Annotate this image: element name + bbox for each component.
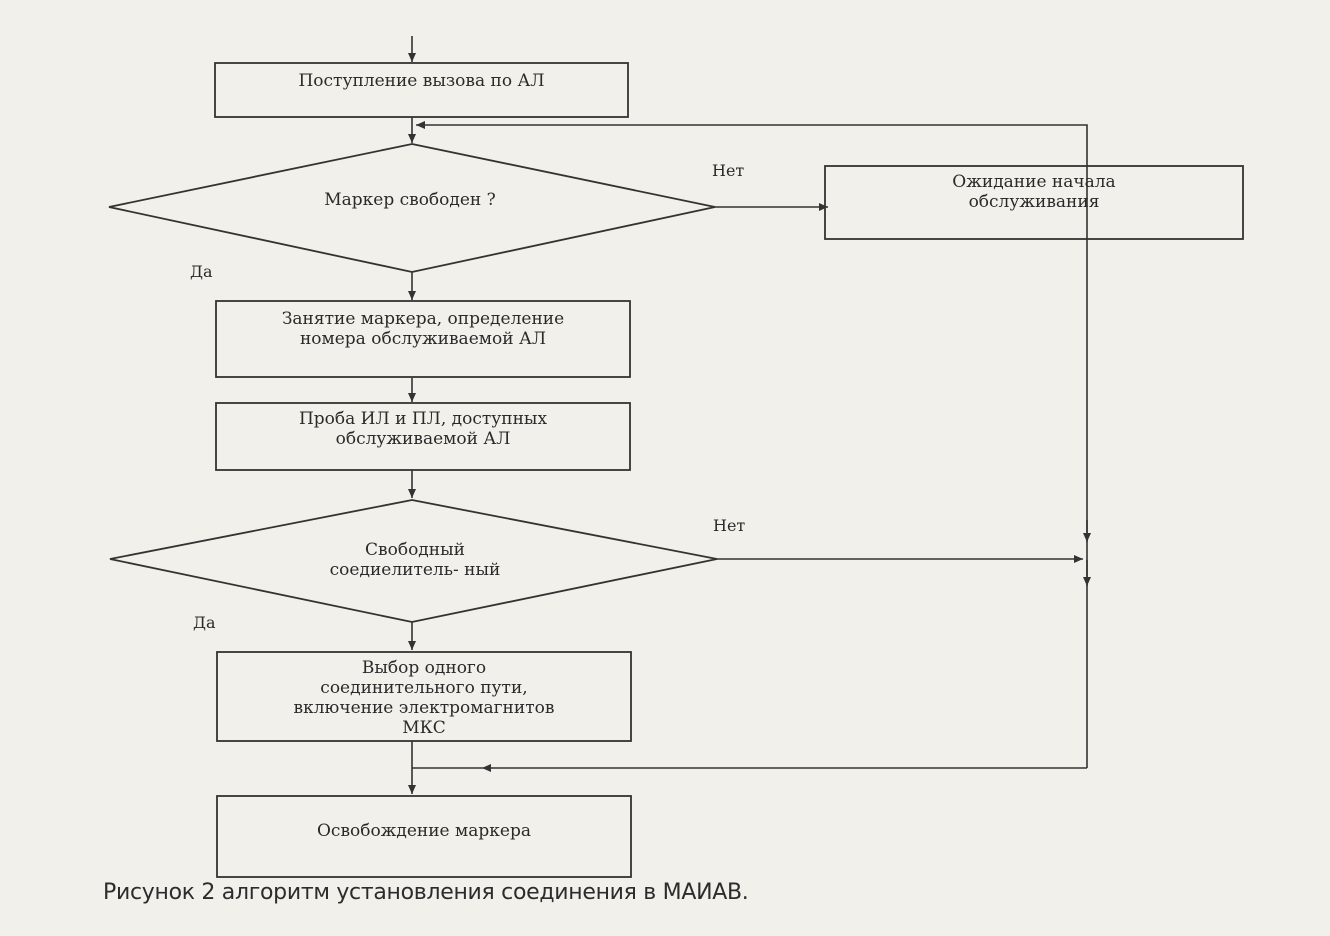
call-arrival-text: Поступление вызова по АЛ: [298, 71, 545, 91]
wait-loop-return: [416, 121, 1088, 238]
marker-release-text: Освобождение маркера: [317, 821, 531, 841]
box-probe-lines: [215, 402, 631, 471]
decision-free-connector: [109, 499, 718, 623]
box-marker-seize: [215, 300, 631, 378]
path-select-text: Выбор одного соединительного пути, включ…: [293, 658, 555, 738]
wait-service-text: Ожидание начала обслуживания: [952, 172, 1116, 212]
free-connector-question-text: Свободный соедиелитель- ный: [329, 540, 501, 580]
branch-label-no-1: Нет: [712, 161, 745, 180]
box-call-arrival: [214, 62, 629, 118]
box-marker-release: [216, 795, 632, 878]
probe-lines-text: Проба ИЛ и ПЛ, доступных обслуживаемой А…: [298, 409, 548, 449]
decision-marker-free: [108, 143, 716, 273]
branch-label-no-2: Нет: [713, 516, 746, 535]
box-wait-service: [824, 165, 1244, 240]
marker-free-question-text: Маркер свободен ?: [324, 190, 496, 210]
marker-seize-text: Занятие маркера, определение номера обсл…: [281, 309, 565, 349]
branch-label-yes-1: Да: [190, 262, 213, 281]
branch-label-yes-2: Да: [193, 613, 216, 632]
box-path-select: [216, 651, 632, 742]
figure-caption: Рисунок 2 алгоритм установления соединен…: [103, 880, 749, 905]
